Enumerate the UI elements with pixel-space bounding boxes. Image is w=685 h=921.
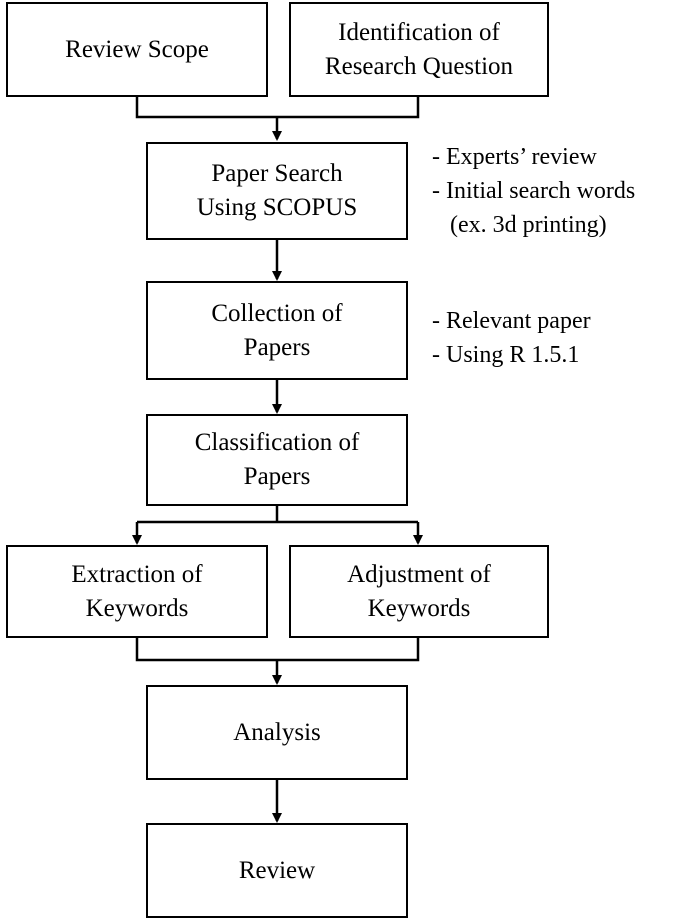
review-scope-box: Review Scope [6,2,268,97]
research-question-label-line1: Identification of [338,18,500,46]
adjustment-box: Adjustment of Keywords [289,545,549,638]
analysis-box: Analysis [146,685,408,780]
extraction-label-line2: Keywords [85,594,189,622]
classification-box: Classification of Papers [146,414,408,506]
review-box: Review [146,823,408,918]
note-using-r: - Using R 1.5.1 [432,342,580,368]
paper-search-box: Paper Search Using SCOPUS [146,142,408,240]
connector-top-merge [135,96,420,119]
collection-notes: - Relevant paper - Using R 1.5.1 [432,304,591,372]
analysis-label: Analysis [233,718,321,746]
collection-label-line2: Papers [243,333,311,361]
paper-search-label-line1: Paper Search [211,160,343,187]
connector-bottom-merge [135,637,420,662]
extraction-label-line1: Extraction of [71,560,203,588]
paper-search-notes: - Experts’ review - Initial search words… [432,140,635,242]
paper-search-label-line2: Using SCOPUS [196,194,358,221]
collection-box: Collection of Papers [146,281,408,380]
note-initial-search-words: - Initial search words [432,178,636,204]
review-label: Review [238,856,316,884]
collection-label-line1: Collection of [211,299,343,327]
note-experts-review: - Experts’ review [432,144,597,170]
research-question-label-line2: Research Question [324,52,514,80]
extraction-box: Extraction of Keywords [6,545,268,638]
classification-label-line2: Papers [243,463,311,490]
research-question-box: Identification of Research Question [289,2,549,97]
review-scope-label: Review Scope [65,35,209,63]
note-relevant-paper: - Relevant paper [432,308,591,334]
adjustment-label-line2: Keywords [367,594,471,622]
adjustment-label-line1: Adjustment of [347,560,491,588]
classification-label-line1: Classification of [194,429,360,456]
note-search-example: (ex. 3d printing) [450,212,607,238]
